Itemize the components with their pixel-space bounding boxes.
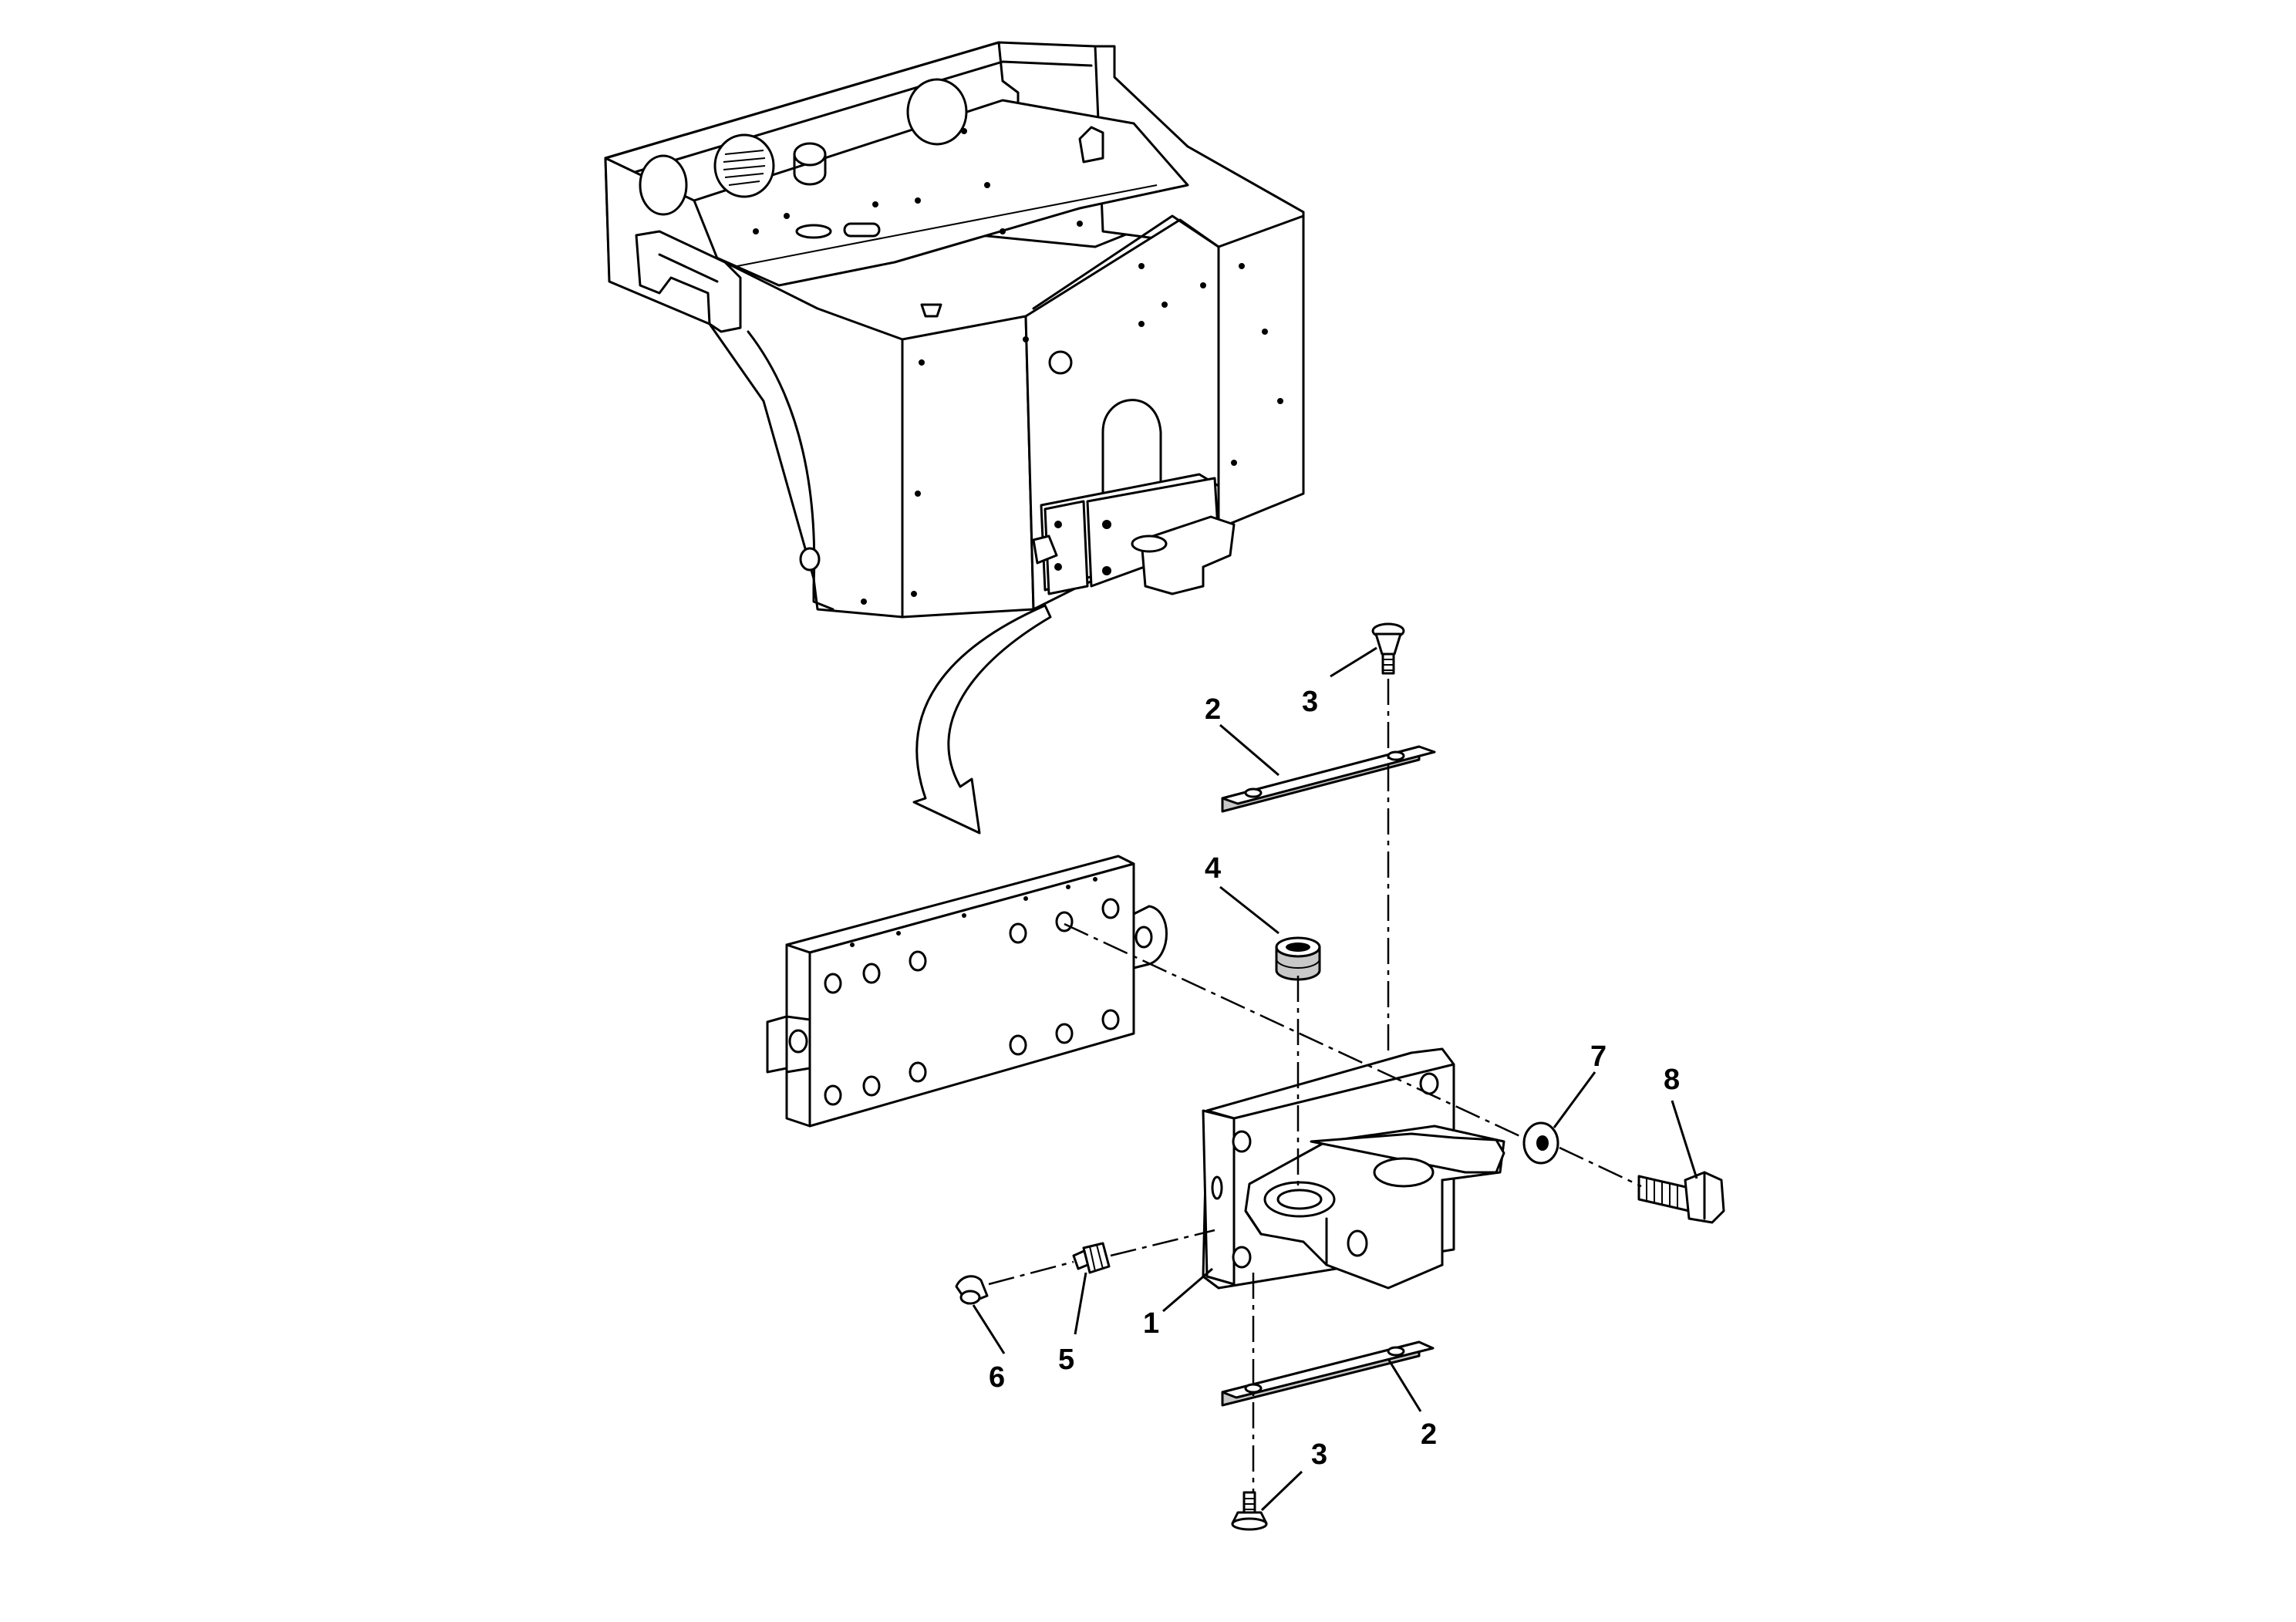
part-2-upper-bar: [1221, 745, 1436, 813]
part-2-lower-bar: [1221, 1340, 1435, 1407]
mounting-plate: [766, 855, 1168, 1128]
part-3-lower-screw: [1231, 1491, 1268, 1531]
part-1-coupling: [1202, 1047, 1505, 1290]
machine-frame: [604, 41, 1305, 619]
callout-7: 7: [1590, 1040, 1607, 1073]
callout-4: 4: [1205, 852, 1221, 885]
detail-arrow: [912, 604, 1052, 835]
callout-3-upper: 3: [1302, 686, 1318, 718]
callout-5: 5: [1058, 1344, 1074, 1376]
part-5-fitting: [1072, 1242, 1111, 1274]
assembly-axes: [988, 679, 1642, 1492]
leader-lines: [972, 646, 1698, 1512]
part-3-upper-screw: [1371, 622, 1405, 675]
callout-8: 8: [1664, 1064, 1680, 1096]
callout-6: 6: [989, 1361, 1005, 1394]
part-4-bushing: [1275, 936, 1321, 981]
part-8-hex-bolt: [1637, 1171, 1725, 1224]
callout-3-lower: 3: [1311, 1438, 1327, 1471]
part-6-cap: [955, 1275, 989, 1305]
part-7-washer: [1522, 1121, 1559, 1165]
callout-1: 1: [1143, 1307, 1159, 1340]
callout-2-lower: 2: [1421, 1418, 1437, 1451]
callout-labels: 3 2 4 7 8 1 5 6 2 3: [989, 686, 1680, 1471]
callout-2-upper: 2: [1205, 693, 1221, 726]
